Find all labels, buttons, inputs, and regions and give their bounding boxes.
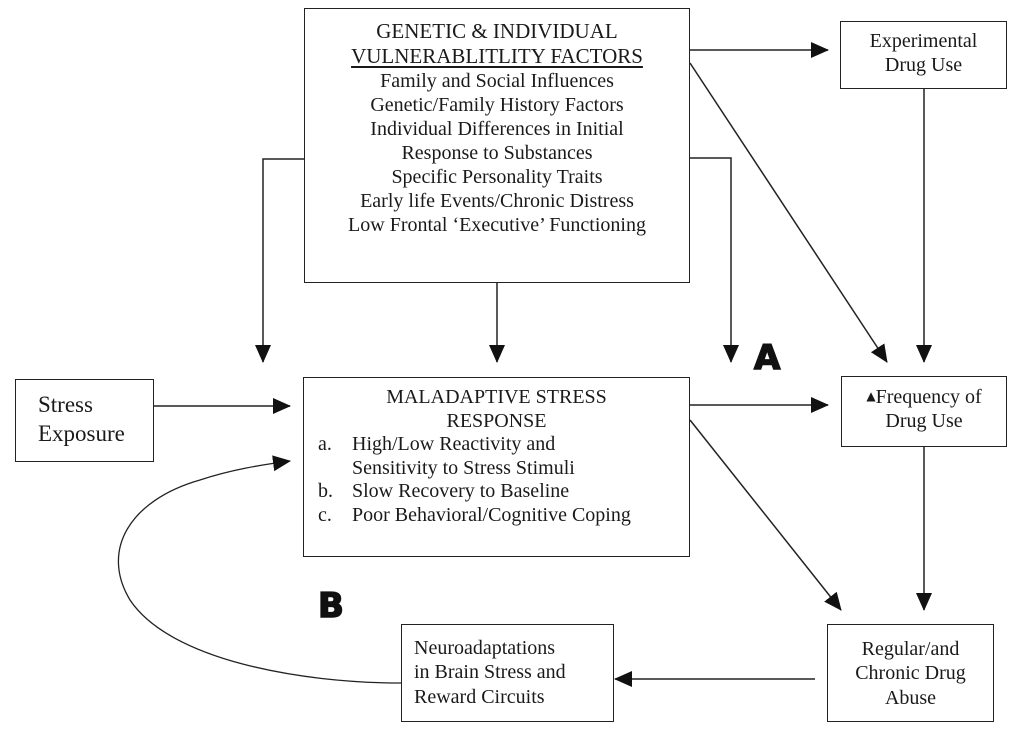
maladaptive-heading-line2: RESPONSE <box>446 409 547 432</box>
label-b: B <box>317 585 344 627</box>
vulnerability-item: Early life Events/Chronic Distress <box>360 190 634 213</box>
label-a: A <box>753 337 781 379</box>
maladaptive-list: a. High/Low Reactivity and Sensitivity t… <box>304 433 689 527</box>
vulnerability-item: Response to Substances <box>401 142 593 165</box>
maladaptive-item-c: c. Poor Behavioral/Cognitive Coping <box>318 504 689 528</box>
vulnerability-item: Low Frontal ‘Executive’ Functioning <box>348 214 646 237</box>
stress-exposure-line2: Exposure <box>38 420 125 446</box>
vulnerability-heading-line2: VULNERABLITLITY FACTORS <box>351 44 643 69</box>
list-item-text: Slow Recovery to Baseline <box>352 480 570 503</box>
list-item-text: High/Low Reactivity and <box>352 433 556 456</box>
stress-exposure-box: Stress Exposure <box>15 379 154 462</box>
maladaptive-item-b: b. Slow Recovery to Baseline <box>318 480 689 504</box>
vulnerability-item: Specific Personality Traits <box>391 166 603 189</box>
list-marker: c. <box>318 503 332 526</box>
maladaptive-heading-line1: MALADAPTIVE STRESS <box>386 386 607 408</box>
vulnerability-heading-line1: GENETIC & INDIVIDUAL <box>376 19 618 43</box>
vulnerability-factors-box: GENETIC & INDIVIDUAL VULNERABLITLITY FAC… <box>304 8 690 283</box>
up-arrow-icon: ▲ <box>866 389 876 403</box>
list-marker: a. <box>318 433 332 456</box>
edge-vulnerability-maladaptive-left <box>255 158 304 363</box>
neuroadaptations-line1: Neuroadaptations <box>414 637 556 659</box>
regular-line1: Regular/and <box>861 638 960 660</box>
frequency-line2: Drug Use <box>885 409 963 432</box>
frequency-line1: Frequency of <box>875 386 982 408</box>
experimental-line2: Drug Use <box>884 53 963 76</box>
vulnerability-item: Individual Differences in Initial <box>370 118 624 141</box>
edge-vulnerability-maladaptive-right <box>690 157 739 363</box>
edge-vulnerability-frequency <box>689 62 888 363</box>
edge-neuroadaptations-maladaptive <box>117 455 402 684</box>
edge-maladaptive-regular <box>689 419 842 611</box>
list-marker: b. <box>318 480 333 503</box>
maladaptive-stress-response-box: MALADAPTIVE STRESS RESPONSE a. High/Low … <box>303 377 690 557</box>
regular-line2: Chronic Drug <box>855 662 966 685</box>
experimental-line1: Experimental <box>869 30 978 52</box>
vulnerability-item: Family and Social Influences <box>380 70 614 93</box>
neuroadaptations-line3: Reward Circuits <box>414 685 545 708</box>
regular-line3: Abuse <box>884 686 937 709</box>
neuroadaptations-line2: in Brain Stress and <box>414 661 566 684</box>
regular-chronic-drug-abuse-box: Regular/and Chronic Drug Abuse <box>827 624 994 722</box>
stress-exposure-line1: Stress <box>38 392 93 417</box>
frequency-of-drug-use-box: ▲Frequency of Drug Use <box>841 376 1007 447</box>
neuroadaptations-box: Neuroadaptations in Brain Stress and Rew… <box>401 624 614 722</box>
maladaptive-item-a: a. High/Low Reactivity and Sensitivity t… <box>318 433 689 480</box>
list-item-text: Poor Behavioral/Cognitive Coping <box>352 503 631 526</box>
vulnerability-item: Genetic/Family History Factors <box>370 94 624 117</box>
list-item-text: Sensitivity to Stress Stimuli <box>352 456 575 479</box>
experimental-drug-use-box: Experimental Drug Use <box>840 21 1007 89</box>
